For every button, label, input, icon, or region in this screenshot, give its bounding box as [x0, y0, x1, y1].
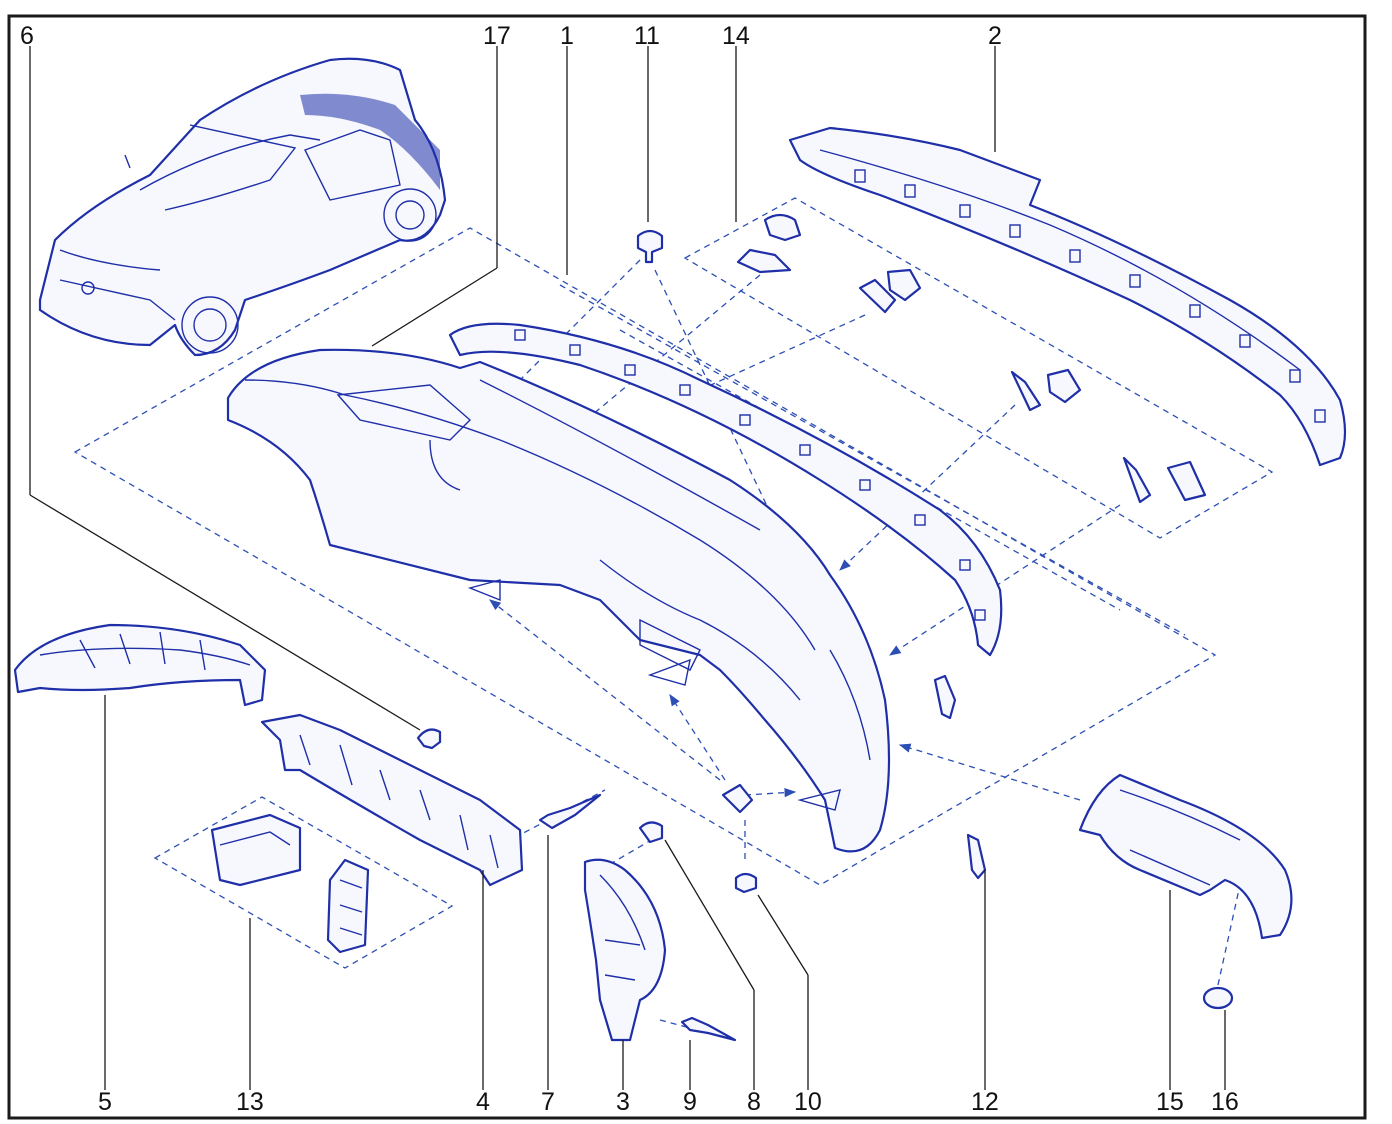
- part-17-inner-rail: [448, 322, 1003, 657]
- callout-12: 12: [971, 1088, 999, 1116]
- part-1-rear-bumper-cover: [226, 348, 891, 853]
- vehicle-thumbnail: [38, 57, 447, 357]
- part-15-diffuser: [1078, 773, 1293, 940]
- callout-4: 4: [476, 1088, 490, 1116]
- diagram-frame: [7, 14, 1367, 1120]
- part-11-clip: [636, 229, 664, 264]
- part-7-rivet: [538, 793, 602, 830]
- part-16-clip: [1202, 986, 1234, 1010]
- callout-5: 5: [98, 1088, 112, 1116]
- callout-13: 13: [236, 1088, 264, 1116]
- callout-11: 11: [634, 22, 660, 50]
- part-13-blocks: [210, 813, 370, 954]
- callout-labels: 6 17 1 11 14 2 5 13 4 7 3 9 8 10 12 15 1…: [20, 22, 1239, 1116]
- callout-2: 2: [988, 22, 1002, 50]
- part-8-clip: [638, 821, 664, 844]
- part-6-clip: [416, 728, 442, 750]
- part-9-rivet: [680, 1016, 737, 1042]
- callout-3: 3: [616, 1088, 630, 1116]
- callout-6: 6: [20, 22, 34, 50]
- part-2-upper-bumper-rail: [788, 126, 1347, 467]
- part-5-side-bracket: [13, 623, 267, 707]
- callout-10: 10: [794, 1088, 822, 1116]
- callout-9: 9: [683, 1088, 697, 1116]
- callout-15: 15: [1156, 1088, 1184, 1116]
- callout-16: 16: [1211, 1088, 1239, 1116]
- callout-7: 7: [541, 1088, 555, 1116]
- callout-8: 8: [747, 1088, 761, 1116]
- part-12-bracket: [933, 674, 987, 880]
- part-10-clip-screw: [721, 783, 758, 894]
- part-3-lower-bracket: [583, 858, 667, 1042]
- callout-14: 14: [722, 22, 750, 50]
- callout-1: 1: [560, 22, 574, 50]
- leader-lines: [29, 46, 1226, 1090]
- part-4-absorber: [260, 713, 524, 887]
- part-14-brackets: [736, 213, 1207, 504]
- callout-17: 17: [483, 22, 511, 50]
